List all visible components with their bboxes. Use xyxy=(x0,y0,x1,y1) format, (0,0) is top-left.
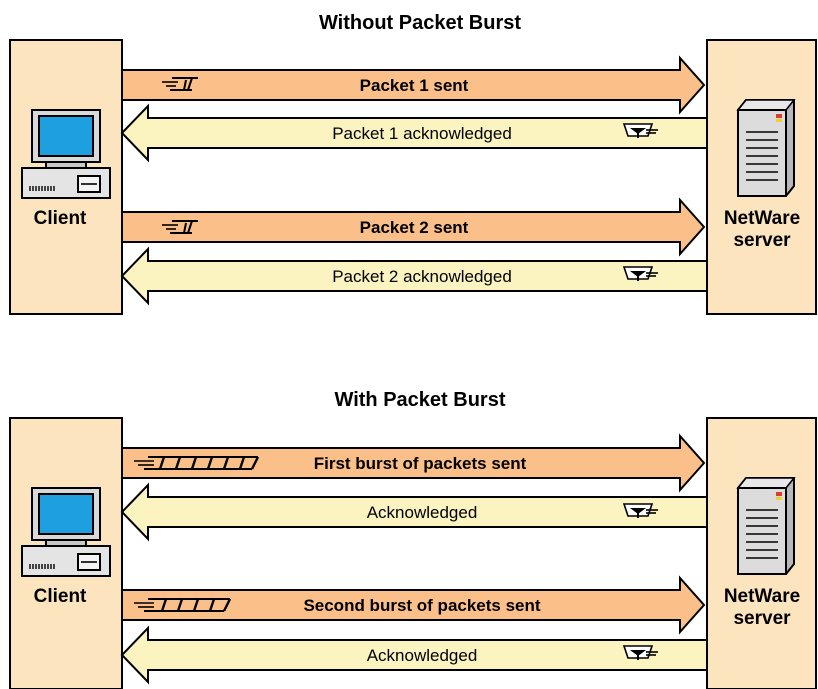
arrow-to-server: Packet 2 sent xyxy=(121,197,706,257)
arrow-to-server: Packet 1 sent xyxy=(121,55,706,115)
server-label: NetWare xyxy=(724,208,800,229)
server-label: server xyxy=(733,608,791,629)
client-computer-icon xyxy=(21,487,111,577)
packet-icon xyxy=(162,220,198,234)
arrow-label: First burst of packets sent xyxy=(314,454,527,473)
section-with-burst: With Packet Burst Client NetWare server … xyxy=(9,389,817,689)
section-title: With Packet Burst xyxy=(335,389,506,411)
arrow-label: Acknowledged xyxy=(367,503,478,522)
arrow-to-client: Acknowledged xyxy=(120,625,708,685)
server-icon xyxy=(737,477,795,575)
arrow-label: Packet 1 acknowledged xyxy=(332,124,512,143)
arrow-to-client: Packet 1 acknowledged xyxy=(120,103,708,163)
server-icon xyxy=(737,99,795,197)
arrow-to-server: First burst of packets sent xyxy=(121,433,706,493)
packet-burst-icon xyxy=(134,456,260,470)
section-title: Without Packet Burst xyxy=(319,12,521,34)
arrow-label: Second burst of packets sent xyxy=(303,596,540,615)
client-computer-icon xyxy=(21,109,111,199)
section-without-burst: Without Packet Burst Client NetWare serv… xyxy=(9,12,817,315)
arrow-label: Packet 2 acknowledged xyxy=(332,267,512,286)
arrow-to-client: Packet 2 acknowledged xyxy=(120,246,708,306)
packet-icon xyxy=(162,77,198,91)
arrow-to-server: Second burst of packets sent xyxy=(121,575,706,635)
packet-burst-icon xyxy=(134,598,232,612)
arrow-label: Acknowledged xyxy=(367,646,478,665)
arrow-label: Packet 1 sent xyxy=(360,76,469,95)
client-label: Client xyxy=(34,208,87,229)
arrow-label: Packet 2 sent xyxy=(360,218,469,237)
arrow-to-client: Acknowledged xyxy=(120,482,708,542)
client-label: Client xyxy=(34,586,87,607)
server-label: NetWare xyxy=(724,586,800,607)
server-label: server xyxy=(733,230,791,251)
